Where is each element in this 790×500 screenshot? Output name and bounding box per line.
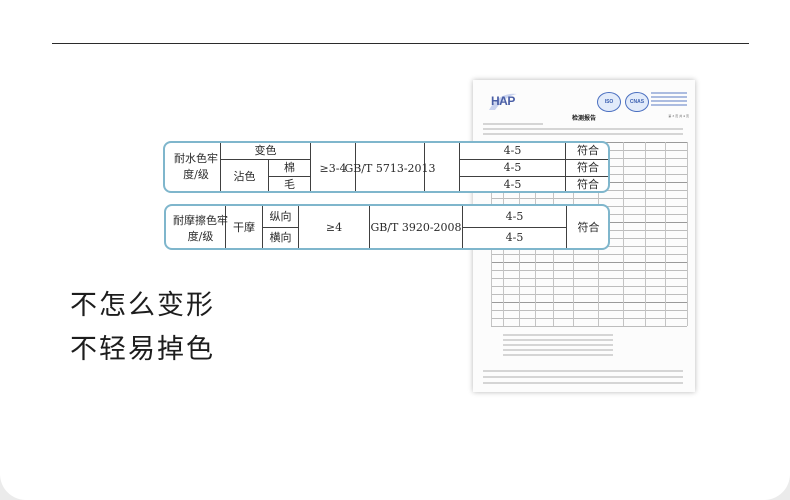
rubbing-condition-label: 干摩 xyxy=(233,221,255,234)
water-verdict-wool: 符合 xyxy=(577,178,599,191)
report-table-rule xyxy=(491,278,687,279)
report-page-number: 第 3 页 共 4 页 xyxy=(668,114,689,118)
water-change-label: 变色 xyxy=(254,144,277,157)
water-result-cotton: 4-5 xyxy=(503,161,522,174)
top-divider xyxy=(52,43,749,44)
accreditation-mark-icon xyxy=(651,92,687,108)
rubbing-property-label: 耐摩擦色牢度/级 xyxy=(173,214,228,243)
report-note-line xyxy=(503,344,613,346)
report-footer-line xyxy=(483,376,683,378)
report-table-rule xyxy=(491,318,687,319)
rubbing-requirement: ≥4 xyxy=(325,221,343,234)
report-title: 检测报告 xyxy=(571,115,596,122)
report-table-rule xyxy=(491,198,687,199)
rubbing-weft-label: 横向 xyxy=(269,231,292,244)
report-text-line xyxy=(483,133,683,135)
report-brand: HAP xyxy=(491,94,515,108)
zoom-table-water: 耐水色牢度/级 变色 沾色 棉 毛 ≥3-4 GB/T 5713-2013 4-… xyxy=(163,141,610,193)
rubbing-result-weft: 4-5 xyxy=(505,231,524,244)
report-table-rule xyxy=(491,326,687,327)
report-table-column xyxy=(687,142,688,326)
iso-seal-icon: ISO xyxy=(597,92,621,112)
report-note-line xyxy=(503,334,613,336)
cnas-seal-icon: CNAS xyxy=(625,92,649,112)
water-result-wool: 4-5 xyxy=(503,178,522,191)
report-table-rule xyxy=(491,302,687,303)
report-table-column xyxy=(665,142,666,326)
rubbing-verdict: 符合 xyxy=(577,221,600,234)
hap-logo-icon xyxy=(489,93,517,110)
report-table-rule xyxy=(491,310,687,311)
rubbing-standard: GB/T 3920-2008 xyxy=(370,221,462,234)
headline-line-2: 不轻易掉色 xyxy=(70,334,215,365)
water-verdict-change: 符合 xyxy=(577,144,599,157)
water-staining-label: 沾色 xyxy=(233,170,256,183)
water-result-change: 4-5 xyxy=(503,144,522,157)
report-note-line xyxy=(503,354,613,356)
report-table-rule xyxy=(491,254,687,255)
water-verdict-cotton: 符合 xyxy=(577,161,599,174)
rubbing-warp-label: 纵向 xyxy=(269,210,292,223)
report-footer-line xyxy=(483,370,683,372)
report-note-line xyxy=(503,339,613,341)
zoom-table-rubbing: 耐摩擦色牢度/级 干摩 纵向 横向 ≥4 GB/T 3920-2008 4-5 … xyxy=(164,204,610,250)
report-text-line xyxy=(483,123,543,125)
report-table-rule xyxy=(491,270,687,271)
report-text-line xyxy=(483,128,683,130)
headline-line-1: 不怎么变形 xyxy=(70,290,215,321)
water-wool-label: 毛 xyxy=(284,178,295,191)
report-table-rule xyxy=(491,286,687,287)
rubbing-result-warp: 4-5 xyxy=(505,210,524,223)
report-table-column xyxy=(623,142,624,326)
report-table-rule xyxy=(491,294,687,295)
water-cotton-label: 棉 xyxy=(284,161,295,174)
water-requirement: ≥3-4 xyxy=(319,162,347,175)
report-note-line xyxy=(503,349,613,351)
water-property-label: 耐水色牢度/级 xyxy=(174,152,218,181)
report-table-rule xyxy=(491,262,687,263)
water-standard: GB/T 5713-2013 xyxy=(344,162,436,175)
report-footer-line xyxy=(483,382,683,384)
report-table-column xyxy=(645,142,646,326)
